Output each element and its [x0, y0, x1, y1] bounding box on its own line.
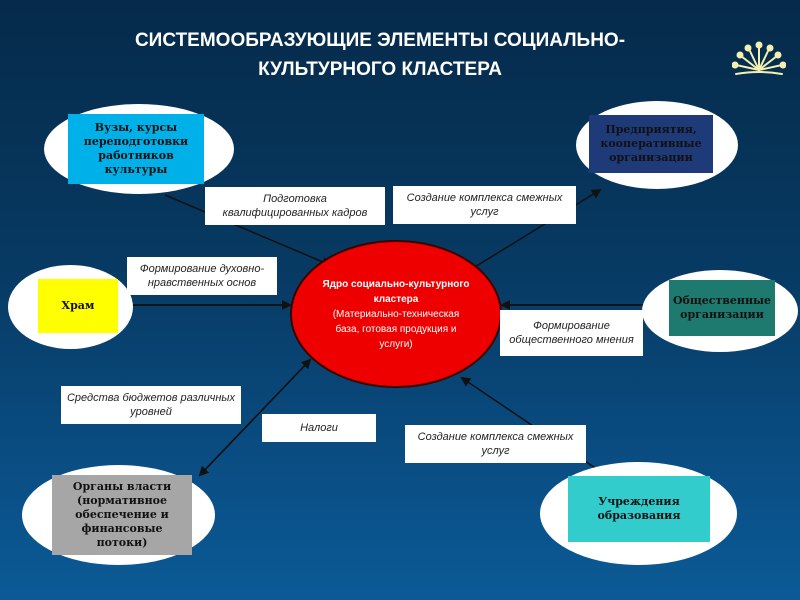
arrow-universities-core	[164, 194, 332, 267]
universities-box: Вузы, курсы переподготовки работников ку…	[68, 114, 204, 184]
title-line-1: СИСТЕМООБРАЗУЮЩИЕ ЭЛЕМЕНТЫ СОЦИАЛЬНО-	[134, 30, 626, 51]
authorities-box: Органы власти (нормативное обеспечение и…	[52, 475, 192, 555]
label-taxes: Налоги	[262, 414, 376, 442]
title-line-2: КУЛЬТУРНОГО КЛАСТЕРА	[258, 59, 502, 80]
education-box: Учреждения образования	[568, 476, 710, 542]
cluster-core: Ядро социально-культурного кластера (Мат…	[290, 240, 502, 388]
arrow-authorities-core	[199, 358, 312, 476]
label-training: Подготовка квалифицированных кадров	[205, 187, 385, 225]
label-spiritual: Формирование духовно-нравственных основ	[127, 257, 277, 295]
core-title: Ядро социально-культурного кластера	[322, 278, 470, 305]
slide-title: СИСТЕМООБРАЗУЮЩИЕ ЭЛЕМЕНТЫ СОЦИАЛЬНО- КУ…	[60, 26, 700, 84]
core-subtitle: (Материально-техническая база, готовая п…	[332, 308, 460, 350]
temple-box: Храм	[38, 279, 118, 333]
arrow-core-enterprises	[469, 188, 602, 271]
label-budget: Средства бюджетов различных уровней	[61, 386, 241, 424]
label-services-top: Создание комплекса смежных услуг	[393, 186, 576, 224]
public-orgs-box: Общественные организации	[669, 280, 775, 336]
label-services-bottom: Создание комплекса смежных услуг	[405, 425, 586, 463]
enterprises-box: Предприятия, кооперативные организации	[589, 115, 713, 173]
label-opinion: Формирование общественного мнения	[500, 310, 643, 356]
sunburst-logo-icon	[732, 41, 786, 75]
